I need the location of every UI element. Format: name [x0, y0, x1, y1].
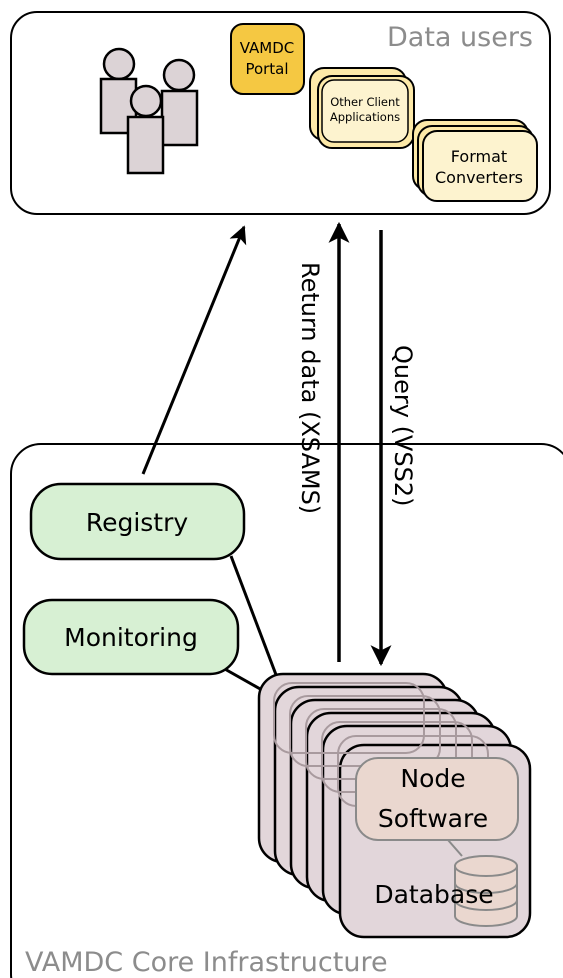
format-converters-stack: Format Converters — [412, 119, 538, 202]
registry-label: Registry — [86, 508, 189, 537]
portal-label-line1: VAMDC — [240, 39, 295, 57]
registry-to-nodes-line — [229, 555, 280, 681]
return-data-label: Return data (XSAMS) — [296, 262, 324, 514]
other-client-applications-stack: Other Client Applications — [309, 67, 415, 149]
core-infrastructure-title: VAMDC Core Infrastructure — [25, 947, 388, 978]
database-label: Database — [374, 880, 493, 909]
monitoring-to-nodes-line — [222, 666, 263, 692]
data-users-title: Data users — [387, 22, 533, 53]
other-client-label-line2: Applications — [330, 110, 400, 124]
query-label: Query (VSS2) — [389, 345, 417, 506]
format-converters-label-line2: Converters — [435, 168, 523, 187]
node-software-label-line2: Software — [378, 804, 488, 833]
portal-label-line2: Portal — [245, 60, 288, 78]
node-software-label-line1: Node — [400, 764, 465, 793]
other-client-label-line1: Other Client — [330, 95, 400, 109]
registry-to-users-arrow — [141, 225, 247, 475]
database-icon — [447, 839, 518, 927]
node-software-box: Node Software — [355, 757, 519, 841]
monitoring-box: Monitoring — [22, 598, 240, 676]
format-converters-label-line1: Format — [451, 147, 507, 166]
users-icon — [99, 47, 199, 175]
monitoring-label: Monitoring — [64, 623, 198, 652]
vamdc-portal-box: VAMDC Portal — [230, 23, 305, 95]
registry-box: Registry — [29, 482, 246, 561]
